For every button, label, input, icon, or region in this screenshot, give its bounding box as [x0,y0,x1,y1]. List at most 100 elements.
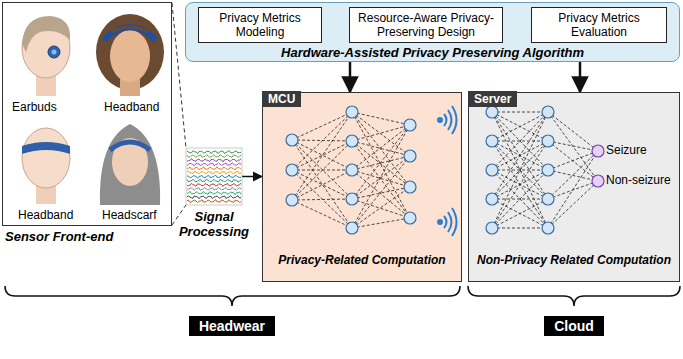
neuron [486,193,498,205]
algorithm-panel: Hardware-Assisted Privacy Preserving Alg… [185,2,680,62]
net-link [492,112,548,228]
eeg-trace [187,200,241,203]
neuron [346,222,358,234]
device-label: Headband [104,100,159,114]
net-link [492,199,548,228]
neuron [542,164,554,176]
eeg-trace [187,163,241,166]
net-link [492,112,548,228]
net-link [352,141,410,156]
brace [5,286,460,306]
eeg-trace [187,196,241,199]
net-link [492,199,548,228]
net-link [292,200,352,228]
neuron [486,164,498,176]
net-link [492,228,548,229]
head-headband-bald [22,128,70,204]
net-link [548,151,598,199]
net-link [292,170,352,228]
neuron [346,106,358,118]
net-link [292,170,352,199]
net-link [492,141,548,228]
head-headscarf [100,124,160,205]
neuron [404,181,416,193]
device-label: Earbuds [12,100,57,114]
net-link [352,170,410,187]
neuron [542,106,554,118]
net-link [292,199,352,200]
net-link [352,125,410,170]
net-link [292,140,352,228]
flow-arrow [579,62,582,92]
neuron [592,175,604,187]
net-link [492,141,548,199]
net-link [492,112,548,199]
eeg-trace [187,171,241,174]
eeg-trace [187,159,241,162]
panel-title: Hardware-Assisted Privacy Preserving Alg… [186,45,679,60]
net-link [292,140,352,170]
neuron [404,212,416,224]
eeg-trace [187,191,241,194]
net-link [548,151,598,228]
flow-arrow [242,176,262,178]
neuron [486,135,498,147]
net-link [492,112,548,113]
neuron [404,150,416,162]
panel-caption: Non-Privacy Related Computation [469,253,679,267]
net-link [548,170,598,181]
head-earbuds [22,16,70,96]
class-label: Seizure [606,143,647,157]
zoom-line [172,3,186,148]
net-link [548,112,598,151]
flow-arrow [349,62,352,92]
node-text: Resource-Aware Privacy-Preserving Design [354,11,498,39]
device-tag: MCU [262,91,301,107]
net-link [292,141,352,170]
eeg-trace [187,167,241,170]
process-box: Resource-Aware Privacy-Preserving Design [349,7,503,43]
neuron [346,193,358,205]
group-label: Headwear [189,316,275,336]
net-link [352,112,410,187]
net-link [292,112,352,140]
eeg-trace [187,150,241,153]
neuron [286,134,298,146]
eeg-trace [187,155,241,158]
net-link [548,141,598,151]
neuron [404,119,416,131]
net-link [352,156,410,228]
net-link [548,181,598,228]
neuron [542,135,554,147]
net-link [352,156,410,170]
neuron [486,222,498,234]
net-link [292,112,352,200]
neuron [542,222,554,234]
neuron [542,193,554,205]
panel-caption: Signal Processing [172,209,256,239]
class-label: Non-seizure [606,173,671,187]
group-label: Cloud [544,316,604,336]
net-link [352,112,410,218]
eeg-trace [187,183,241,186]
net-link [548,141,598,181]
zoom-line [172,205,186,225]
node-text: Privacy Metrics Evaluation [536,11,662,39]
eeg-trace [187,179,241,182]
device-tag: Server [468,91,517,107]
mcu-panel: MCUPrivacy-Related Computation [262,92,462,282]
neuron [486,106,498,118]
net-link [492,112,548,141]
process-box: Privacy Metrics Evaluation [531,7,667,43]
net-link [352,125,410,228]
net-link [492,112,548,170]
net-link [492,141,548,228]
net-link [292,141,352,200]
net-link [492,112,548,199]
net-link [492,112,548,170]
net-link [352,125,410,199]
neuron [286,164,298,176]
device-label: Headscarf [102,208,157,222]
neuron [286,194,298,206]
neuron [346,135,358,147]
